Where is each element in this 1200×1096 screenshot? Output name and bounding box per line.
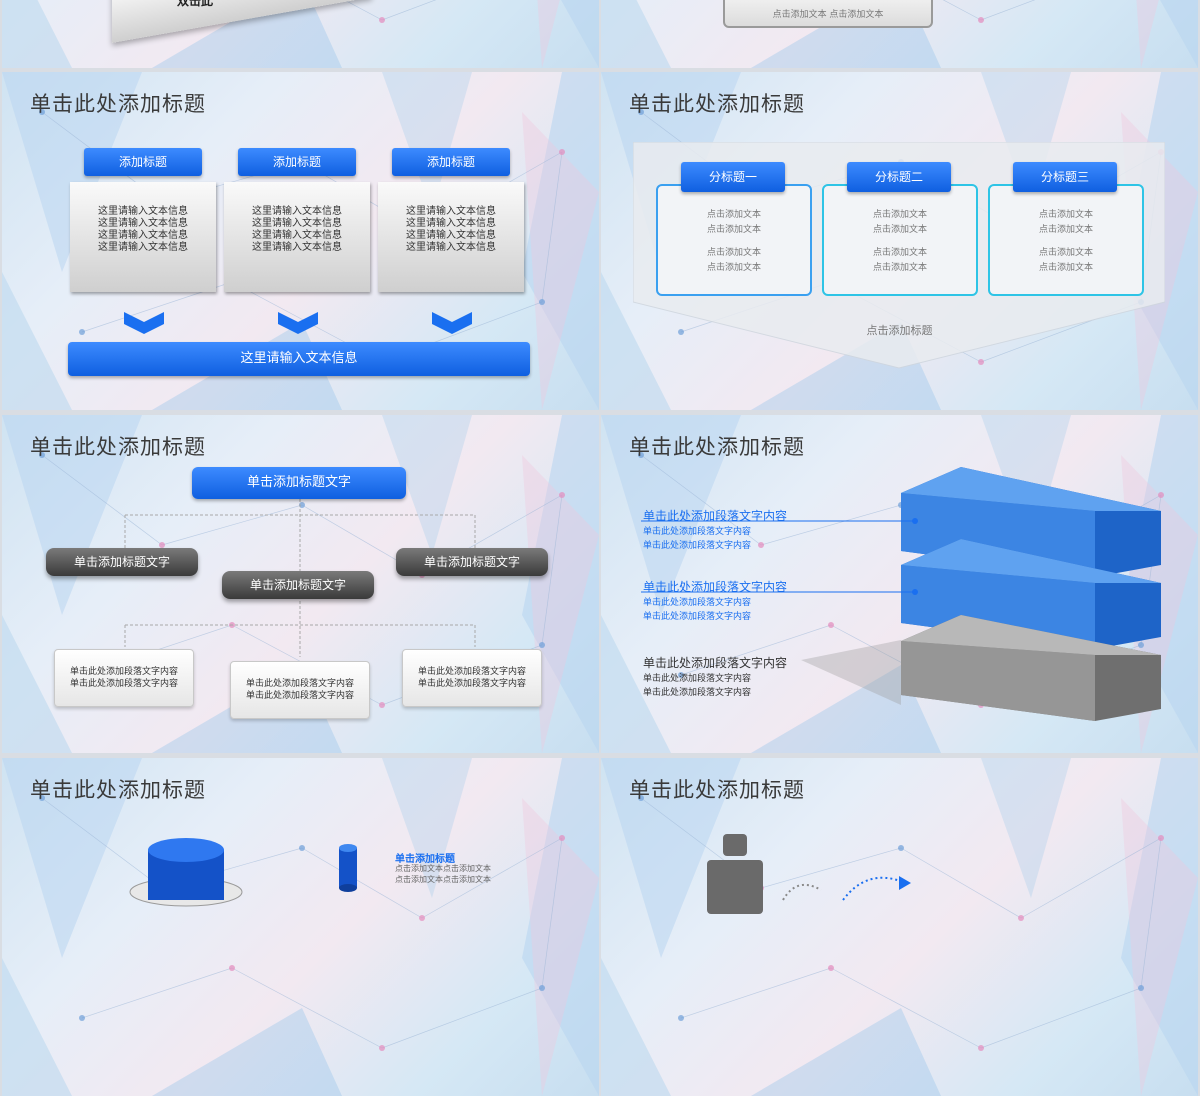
header-box-1: 添加标题: [84, 148, 202, 176]
leaf-box-3: 单击此处添加段落文字内容单击此处添加段落文字内容: [402, 649, 542, 707]
card-line: 点击添加文本: [1038, 225, 1093, 235]
mid-node-1: 单击添加标题文字: [46, 548, 198, 576]
button-text: 点击添加文本 点击添加文本: [772, 10, 884, 20]
header-box-2: 添加标题: [238, 148, 356, 176]
text-box-3: 这里请输入文本信息 这里请输入文本信息 这里请输入文本信息 这里请输入文本信息: [378, 182, 524, 292]
banner-footer: 点击添加标题: [866, 324, 933, 337]
grey-button: 点击添加文本 点击添加文本: [723, 0, 933, 28]
item-sub: 单击此处添加段落文字内容: [643, 688, 752, 698]
top-node: 单击添加标题文字: [192, 467, 406, 499]
leaf-line: 单击此处添加段落文字内容: [417, 679, 526, 689]
card-line: 点击添加文本: [706, 263, 761, 273]
slide-thumb-4[interactable]: 单击此处添加标题 点击添加标题 点击添加文本 点击添加文本 点击添加文本 点击添…: [601, 72, 1198, 410]
card-tab-2: 分标题二: [847, 162, 951, 192]
item-sub: 点击添加文本点击添加文本: [395, 875, 491, 884]
item-heading-3: 单击此处添加段落文字内容: [643, 656, 788, 670]
box-line: 这里请输入文本信息: [98, 218, 188, 229]
item-heading: 单击添加标题: [395, 854, 455, 865]
card-line: 点击添加文本: [872, 263, 927, 273]
panel-text: 双击此: [177, 0, 214, 8]
3d-box-stack: [641, 467, 1161, 721]
box-line: 这里请输入文本信息: [252, 242, 342, 253]
box-line: 这里请输入文本信息: [98, 230, 188, 241]
slide-background: [2, 0, 599, 68]
mid-node-3: 单击添加标题文字: [396, 548, 548, 576]
slide-thumb-8[interactable]: 单击此处添加标题: [601, 758, 1198, 1096]
cylinder-large-icon: [129, 838, 243, 907]
connector-lines: [124, 499, 476, 657]
card-tab-3: 分标题三: [1013, 162, 1117, 192]
mid-node-2: 单击添加标题文字: [222, 571, 374, 599]
card-line: 点击添加文本: [872, 225, 927, 235]
leaf-line: 单击此处添加段落文字内容: [417, 667, 526, 677]
card-line: 点击添加文本: [1038, 210, 1093, 220]
slide-thumb-1[interactable]: 双击此: [2, 0, 599, 68]
card-line: 点击添加文本: [872, 248, 927, 258]
slide-title: 单击此处添加标题: [30, 92, 206, 116]
item-sub: 单击此处添加段落文字内容: [643, 541, 752, 551]
card-line: 点击添加文本: [1038, 263, 1093, 273]
card-tab-1: 分标题一: [681, 162, 785, 192]
leaf-line: 单击此处添加段落文字内容: [69, 679, 178, 689]
header-box-3: 添加标题: [392, 148, 510, 176]
card-line: 点击添加文本: [706, 225, 761, 235]
box-line: 这里请输入文本信息: [252, 218, 342, 229]
card-1: 点击添加文本 点击添加文本 点击添加文本 点击添加文本: [656, 184, 812, 296]
leaf-line: 单击此处添加段落文字内容: [245, 691, 354, 701]
text-box-1: 这里请输入文本信息 这里请输入文本信息 这里请输入文本信息 这里请输入文本信息: [70, 182, 216, 292]
slide-thumb-3[interactable]: 单击此处添加标题 添加标题 添加标题 添加标题 这里请输入文本信息 这里请输入文…: [2, 72, 599, 410]
box-line: 这里请输入文本信息: [252, 206, 342, 217]
card-line: 点击添加文本: [872, 210, 927, 220]
item-sub: 单击此处添加段落文字内容: [643, 527, 752, 537]
box-line: 这里请输入文本信息: [406, 242, 496, 253]
item-sub: 单击此处添加段落文字内容: [643, 612, 752, 622]
cylinder-small-icon: [339, 844, 357, 892]
card-3: 点击添加文本 点击添加文本 点击添加文本 点击添加文本: [988, 184, 1144, 296]
slide-title: 单击此处添加标题: [629, 92, 805, 116]
box-line: 这里请输入文本信息: [252, 230, 342, 241]
box-line: 这里请输入文本信息: [406, 230, 496, 241]
bottom-bar: 这里请输入文本信息: [68, 342, 530, 376]
card-line: 点击添加文本: [706, 210, 761, 220]
box-line: 这里请输入文本信息: [406, 218, 496, 229]
slide-background: [601, 758, 1198, 1096]
slide-thumb-2[interactable]: 点击添加文本 点击添加文本: [601, 0, 1198, 68]
box-line: 这里请输入文本信息: [98, 206, 188, 217]
leaf-line: 单击此处添加段落文字内容: [245, 679, 354, 689]
slide-thumb-6[interactable]: 单击此处添加标题 单击此处添加段落文字内容 单击此处添加段落文字内容 单击此处添…: [601, 415, 1198, 753]
card-2: 点击添加文本 点击添加文本 点击添加文本 点击添加文本: [822, 184, 978, 296]
item-heading-1: 单击此处添加段落文字内容: [643, 509, 788, 523]
chevron-down-icon: [278, 312, 318, 334]
chevron-down-icon: [124, 312, 164, 334]
slide-background: [2, 758, 599, 1096]
item-heading-2: 单击此处添加段落文字内容: [643, 580, 788, 594]
box-line: 这里请输入文本信息: [406, 206, 496, 217]
person-icon: [707, 834, 763, 914]
slide-thumb-5[interactable]: 单击此处添加标题 单击添加标题文字 单击添加标题文字 单击添加标题文字 单击添加…: [2, 415, 599, 753]
card-line: 点击添加文本: [706, 248, 761, 258]
item-sub: 点击添加文本点击添加文本: [395, 864, 491, 873]
leaf-box-1: 单击此处添加段落文字内容单击此处添加段落文字内容: [54, 649, 194, 707]
leaf-box-2: 单击此处添加段落文字内容单击此处添加段落文字内容: [230, 661, 370, 719]
chevron-down-icon: [432, 312, 472, 334]
dotted-arrow-icon: [782, 876, 911, 901]
item-sub: 单击此处添加段落文字内容: [643, 598, 752, 608]
slide-thumb-7[interactable]: 单击此处添加标题 单击添加标题 点击添加文本点击添加文本 点击添加文本点击添加文…: [2, 758, 599, 1096]
text-box-2: 这里请输入文本信息 这里请输入文本信息 这里请输入文本信息 这里请输入文本信息: [224, 182, 370, 292]
slide-title: 单击此处添加标题: [629, 435, 805, 459]
slide-title: 单击此处添加标题: [629, 778, 805, 802]
item-sub: 单击此处添加段落文字内容: [643, 674, 752, 684]
card-line: 点击添加文本: [1038, 248, 1093, 258]
leaf-line: 单击此处添加段落文字内容: [69, 667, 178, 677]
box-line: 这里请输入文本信息: [98, 242, 188, 253]
slide-title: 单击此处添加标题: [30, 435, 206, 459]
slide-title: 单击此处添加标题: [30, 778, 206, 802]
